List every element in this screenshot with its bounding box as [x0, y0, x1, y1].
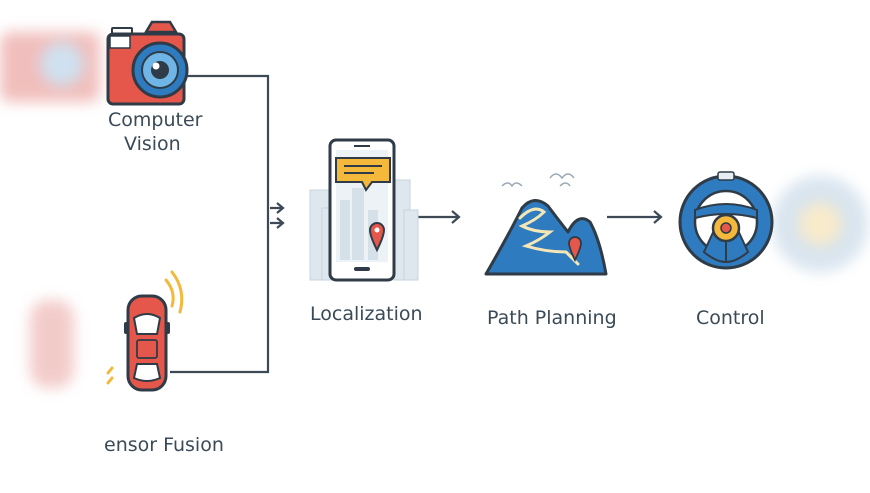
steering-wheel-icon [678, 171, 774, 270]
arrow-into-localization-a [270, 202, 285, 214]
blurred-car-left [30, 300, 74, 388]
sensor-fusion-label: ensor Fusion [104, 434, 224, 456]
computer-vision-label-line1: Computer [108, 109, 203, 131]
car-sensor-icon [106, 270, 184, 392]
control-label: Control [696, 307, 765, 329]
smartphone-map-icon [309, 138, 419, 282]
mountain-route-icon [484, 173, 608, 276]
connectors [170, 74, 663, 374]
arrow-path-to-control [607, 210, 663, 224]
arrow-into-localization-b [270, 217, 285, 229]
arrow-localization-to-path [412, 210, 461, 224]
blurred-wheel-right [772, 176, 868, 272]
path-planning-label: Path Planning [487, 307, 617, 329]
localization-label: Localization [310, 303, 423, 325]
camera-icon [106, 20, 189, 106]
blurred-camera-left [0, 32, 100, 102]
computer-vision-label-line2: Vision [124, 133, 181, 155]
connector-vision [170, 74, 270, 374]
